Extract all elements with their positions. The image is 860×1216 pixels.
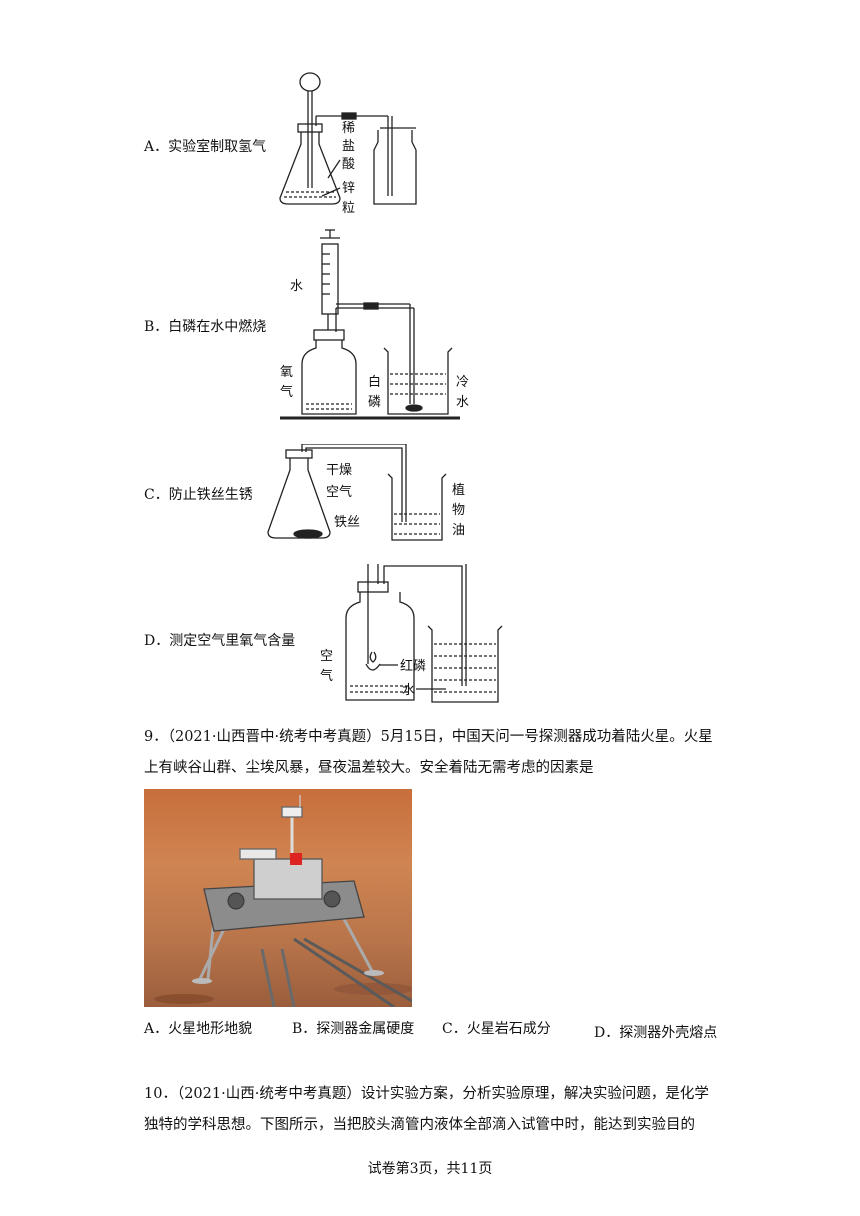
question-9-text: 9．（2021·山西晋中·统考中考真题）5月15日，中国天问一号探测器成功着陆火…: [144, 729, 713, 776]
anno-b-oxy2: 气: [280, 384, 293, 400]
anno-d-air1: 空: [320, 649, 333, 664]
anno-c-oil3: 油: [452, 523, 465, 538]
option-c-label: C．防止铁丝生锈: [144, 487, 253, 503]
anno-b-oxy1: 氧: [280, 365, 293, 380]
q9-choice-d-text: D．探测器外壳熔点: [594, 1025, 718, 1041]
anno-d-air2: 气: [320, 668, 333, 684]
apparatus-d-diagram: 空 气 红磷 水: [320, 564, 503, 703]
anno-c-iron: 铁丝: [334, 515, 360, 530]
apparatus-a-diagram: 稀 盐 酸 锌 粒: [279, 72, 417, 216]
option-d-label: D．测定空气里氧气含量: [144, 633, 296, 649]
lander-illustration: [154, 795, 412, 1007]
anno-b-cold1: 冷: [456, 375, 469, 390]
anno-b-water: 水: [290, 279, 303, 294]
anno-a-4: 锌: [342, 181, 355, 196]
anno-c-oil2: 物: [452, 503, 465, 518]
anno-c-dry: 干燥: [326, 463, 352, 478]
question-10-text: 10．（2021·山西·统考中考真题）设计实验方案，分析实验原理，解决实验问题，…: [144, 1086, 709, 1133]
option-b-label: B．白磷在水中燃烧: [144, 319, 267, 335]
anno-c-oil1: 植: [452, 483, 465, 498]
q9-choice-c: C．火星岩石成分: [442, 1021, 551, 1037]
q9-choice-b: B．探测器金属硬度: [292, 1021, 415, 1037]
anno-d-water: 水: [402, 683, 415, 698]
anno-b-wp1: 白: [368, 374, 381, 390]
anno-c-air: 空气: [326, 484, 352, 500]
apparatus-c-diagram: 干燥 空气 铁丝 植 物 油: [267, 444, 465, 541]
q9-choice-d: D．探测器外壳熔点: [594, 1018, 720, 1049]
anno-a-1: 稀: [342, 121, 355, 136]
option-a-label: A．实验室制取氢气: [144, 139, 267, 155]
anno-a-3: 酸: [342, 157, 355, 172]
mars-lander-photo: [144, 789, 412, 1007]
apparatus-b-diagram: 水 氧 气 白 磷 冷 水: [280, 229, 469, 420]
q9-choice-a: A．火星地形地貌: [144, 1021, 253, 1037]
anno-a-5: 粒: [342, 201, 355, 216]
anno-b-cold2: 水: [456, 395, 469, 410]
anno-a-2: 盐: [342, 139, 355, 154]
page-footer: 试卷第3页，共11页: [367, 1161, 493, 1177]
anno-d-redp: 红磷: [400, 658, 426, 674]
anno-b-wp2: 磷: [368, 395, 381, 410]
